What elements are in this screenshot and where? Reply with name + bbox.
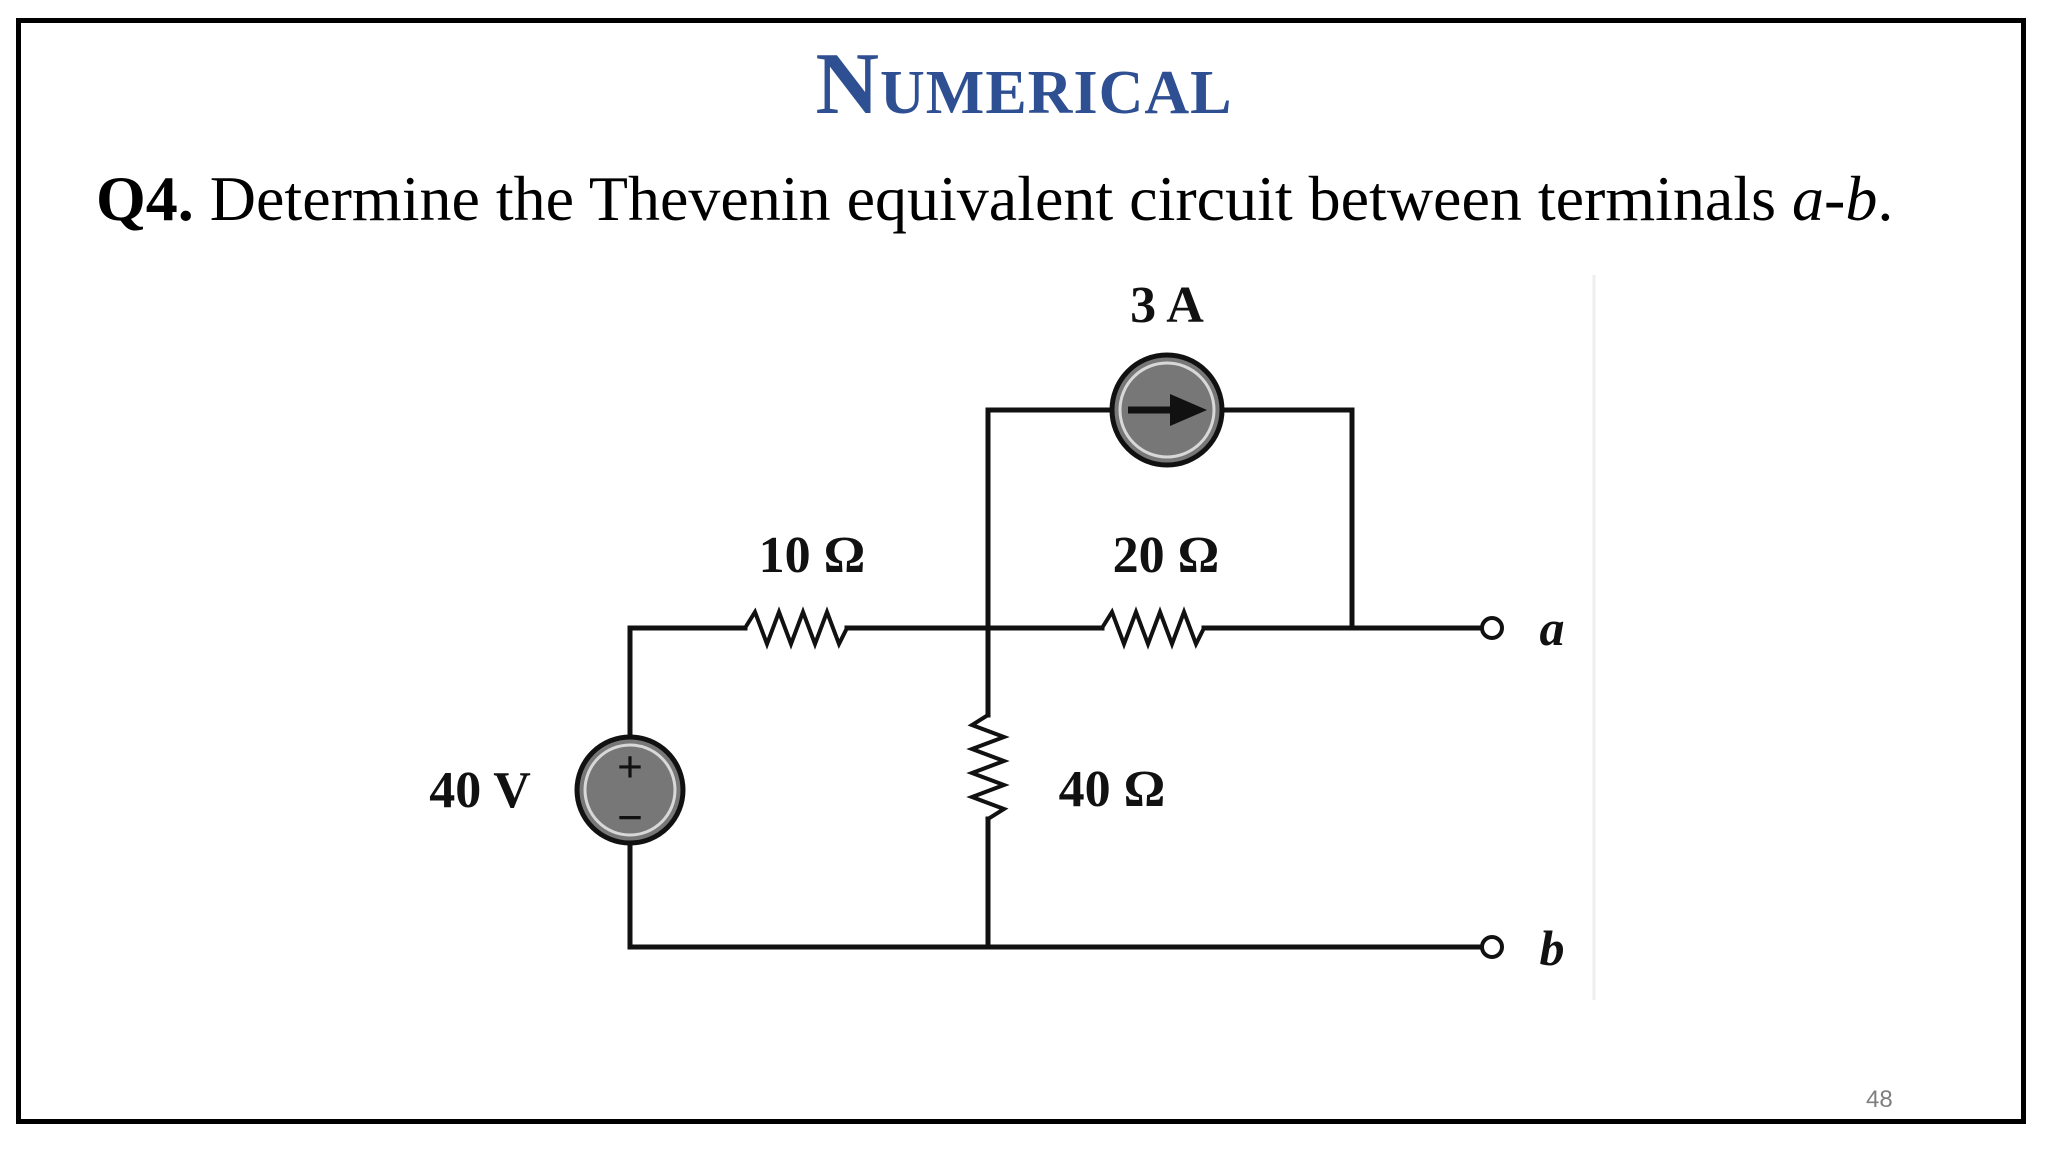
terminal-a-label: a — [1540, 600, 1565, 656]
terminal-b-node — [1480, 935, 1504, 959]
question-terminals: a-b — [1792, 163, 1878, 234]
terminal-b-label: b — [1540, 920, 1565, 976]
resistor-40-ohm — [966, 712, 1010, 822]
question-body: Determine the Thevenin equivalent circui… — [193, 163, 1792, 234]
current-source — [1109, 352, 1225, 468]
current-source-label: 3 A — [1130, 277, 1204, 334]
question-text: Q4. Determine the Thevenin equivalent ci… — [96, 162, 1893, 236]
question-end: . — [1877, 163, 1894, 234]
resistor-10-label: 10 Ω — [759, 527, 866, 584]
resistor-20-ohm — [1099, 606, 1207, 650]
resistor-10-ohm — [742, 606, 850, 650]
voltage-minus-sign: − — [617, 792, 643, 843]
page-number: 48 — [1866, 1086, 1893, 1113]
current-arrow-head — [1170, 394, 1207, 426]
slide-title: Numerical — [815, 36, 1233, 133]
slide-frame — [16, 18, 2026, 1124]
voltage-source-label: 40 V — [429, 762, 531, 819]
terminal-a-node — [1480, 616, 1504, 640]
voltage-plus-sign: + — [617, 741, 643, 792]
resistor-40-label: 40 Ω — [1059, 761, 1166, 818]
resistor-20-label: 20 Ω — [1113, 527, 1220, 584]
voltage-source — [574, 734, 686, 846]
question-number: Q4. — [96, 163, 194, 234]
